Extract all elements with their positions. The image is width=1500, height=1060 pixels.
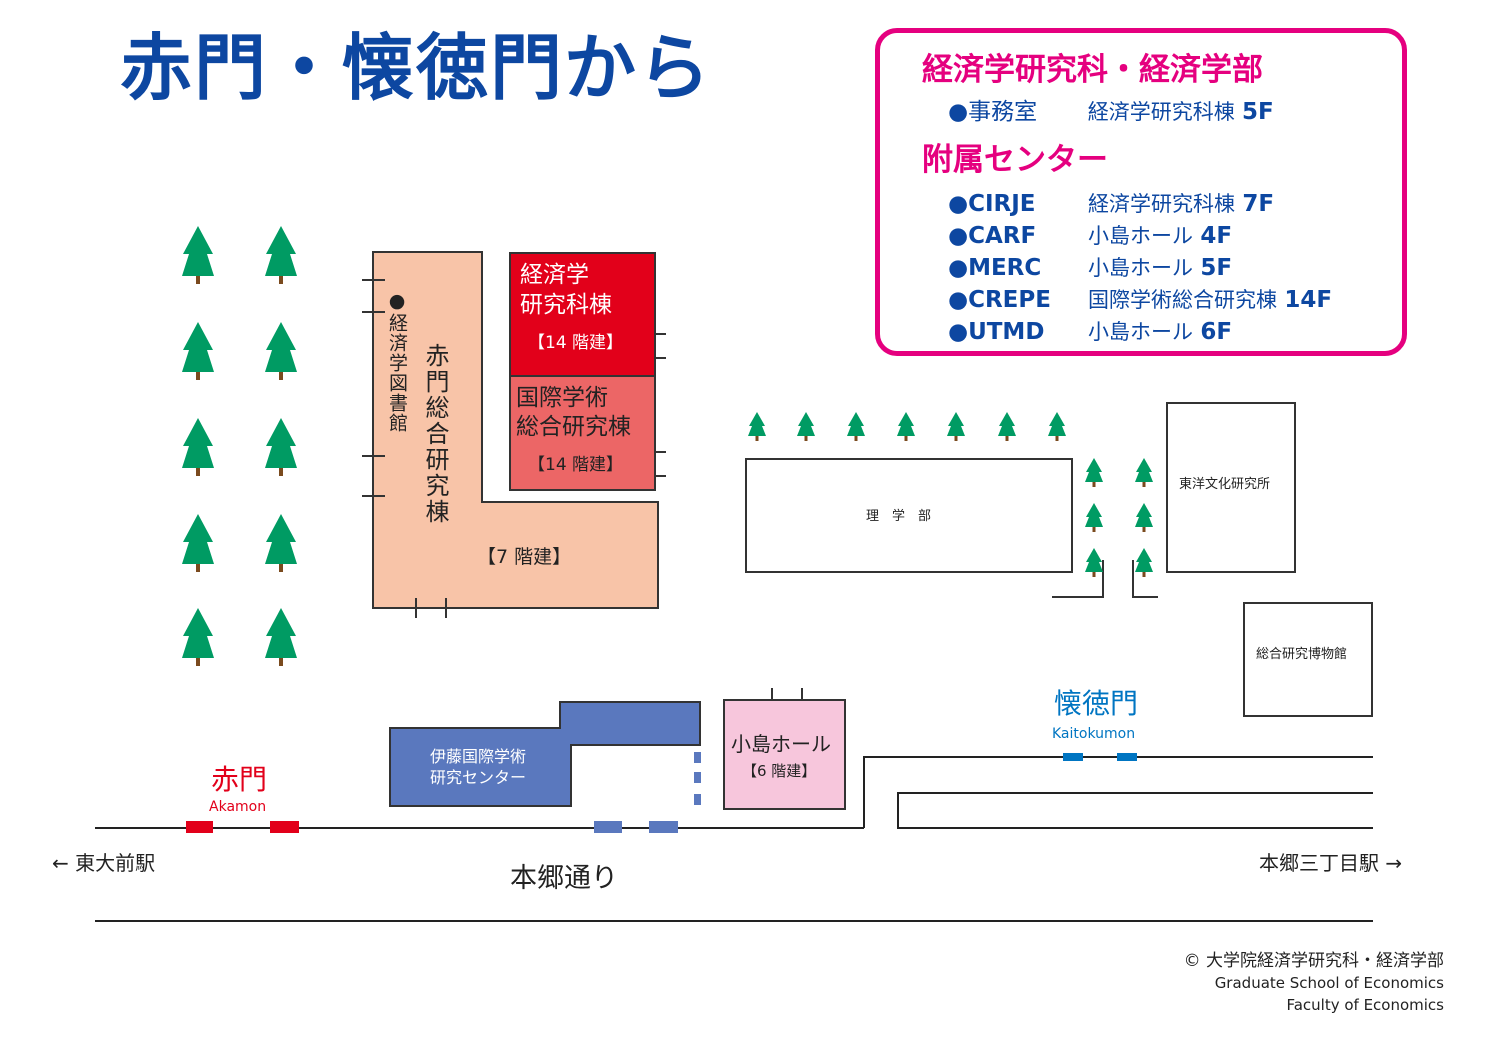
museum-building [1243, 602, 1373, 717]
rigakubu-label: 理 学 部 [866, 509, 932, 524]
legend-center-name: ●CARF [948, 223, 1037, 249]
econ-building-floors: 【14 階建】 [528, 333, 624, 353]
credit-line1: © 大学院経済学研究科・経済学部 [1183, 951, 1444, 971]
tree-icon [847, 412, 865, 441]
tree-icon [182, 418, 214, 476]
legend-center-location: 小島ホール [1088, 320, 1193, 344]
tree-icon [797, 412, 815, 441]
kaitokumon-gate-marker [1063, 753, 1083, 761]
legend-heading-econ: 経済学研究科・経済学部 [922, 52, 1263, 88]
kaitokumon-gate-label: 懐徳門 [1054, 687, 1139, 720]
right-station-label: 本郷三丁目駅 → [1259, 851, 1403, 875]
walkway-lines [1052, 560, 1158, 598]
econ-building-label-1: 経済学 [520, 262, 589, 288]
road-lines [95, 756, 1373, 922]
rigakubu-building [745, 458, 1073, 573]
econ-library-label: ●経済学図書館 [386, 290, 408, 433]
tree-icon [265, 418, 297, 476]
legend-center-floor: 7F [1242, 191, 1275, 217]
legend-office-floor: 5F [1242, 99, 1274, 125]
akamon-gate-marker [270, 821, 299, 833]
tree-icon [1135, 458, 1153, 487]
legend-center-location: 国際学術総合研究棟 [1088, 288, 1277, 312]
ito-gate-marker [594, 821, 622, 833]
tree-icon [748, 412, 766, 441]
kojima-label: 小島ホール [731, 732, 831, 756]
akamon-gate-marker [186, 821, 213, 833]
tree-icon [1085, 548, 1103, 577]
akamon-sogo-floors: 【7 階建】 [477, 546, 572, 568]
kokusai-label-2: 総合研究棟 [516, 414, 631, 440]
tree-icon [265, 608, 297, 666]
tree-icon [998, 412, 1016, 441]
toyo-bunka-label: 東洋文化研究所 [1179, 477, 1271, 492]
tree-icon [182, 608, 214, 666]
ito-label-1: 伊藤国際学術 [430, 747, 527, 766]
toyo-bunka-building [1166, 402, 1296, 573]
legend-center-row: ●MERC 小島ホール 5F [948, 257, 1232, 280]
legend-office-name: ●事務室 [948, 99, 1038, 125]
ito-gate-marker [649, 821, 678, 833]
tree-icon [265, 226, 297, 284]
kojima-hall-building [723, 699, 846, 810]
tree-icon [897, 412, 915, 441]
akamon-sogo-building [372, 251, 659, 609]
tree-icon [182, 226, 214, 284]
econ-building-label-2: 研究科棟 [520, 292, 612, 318]
legend-center-name: ●MERC [948, 255, 1042, 281]
kokusai-label-1: 国際学術 [516, 385, 608, 411]
left-station-label: ← 東大前駅 [52, 851, 156, 875]
legend-box: 経済学研究科・経済学部 ●事務室 経済学研究科棟 5F 附属センター ●CIRJ… [875, 28, 1407, 356]
ito-center-building [389, 701, 701, 807]
akamon-gate-label: 赤門 [211, 763, 268, 796]
ito-label-2: 研究センター [430, 768, 527, 787]
legend-center-floor: 6F [1200, 319, 1233, 345]
legend-office-location: 経済学研究科棟 [1087, 100, 1235, 124]
legend-heading-center: 附属センター [922, 142, 1108, 178]
legend-center-row: ●CIRJE 経済学研究科棟 7F [948, 193, 1274, 216]
legend-center-location: 小島ホール [1088, 256, 1193, 280]
tree-icon [182, 322, 214, 380]
kojima-floors: 【6 階建】 [742, 762, 817, 780]
econ-building [509, 252, 656, 377]
museum-label: 総合研究博物館 [1256, 647, 1348, 662]
legend-center-name: ●CREPE [948, 287, 1051, 313]
legend-center-floor: 4F [1200, 223, 1233, 249]
tree-icon [1135, 503, 1153, 532]
page-title: 赤門・懐徳門から [120, 26, 713, 110]
tree-icon [1085, 503, 1103, 532]
hongo-dori-label: 本郷通り [510, 863, 618, 894]
legend-center-name: ●UTMD [948, 319, 1045, 345]
legend-center-location: 経済学研究科棟 [1088, 192, 1235, 216]
legend-center-location: 小島ホール [1088, 224, 1193, 248]
legend-center-row: ●UTMD 小島ホール 6F [948, 321, 1232, 344]
tree-icon [1085, 458, 1103, 487]
tree-icon [947, 412, 965, 441]
akamon-sogo-label: 赤門総合研究棟 [421, 343, 449, 525]
credit-line3: Faculty of Economics [1286, 996, 1444, 1014]
legend-center-row: ●CARF 小島ホール 4F [948, 225, 1232, 248]
tree-icon [265, 514, 297, 572]
credit-line2: Graduate School of Economics [1214, 974, 1444, 992]
tree-icon [265, 322, 297, 380]
kokusai-building [509, 375, 656, 491]
ito-side-dashes [694, 752, 701, 805]
legend-row-office: ●事務室 経済学研究科棟 5F [948, 101, 1274, 124]
kokusai-floors: 【14 階建】 [528, 455, 624, 475]
akamon-gate-romaji: Akamon [209, 799, 267, 815]
tree-icon [1135, 548, 1153, 577]
legend-center-row: ●CREPE 国際学術総合研究棟 14F [948, 289, 1332, 312]
legend-center-name: ●CIRJE [948, 191, 1036, 217]
kaitokumon-gate-romaji: Kaitokumon [1052, 726, 1136, 742]
tree-icon [182, 514, 214, 572]
tree-icon [1048, 412, 1066, 441]
kaitokumon-gate-marker [1117, 753, 1137, 761]
legend-center-floor: 5F [1200, 255, 1233, 281]
legend-center-floor: 14F [1284, 287, 1333, 313]
